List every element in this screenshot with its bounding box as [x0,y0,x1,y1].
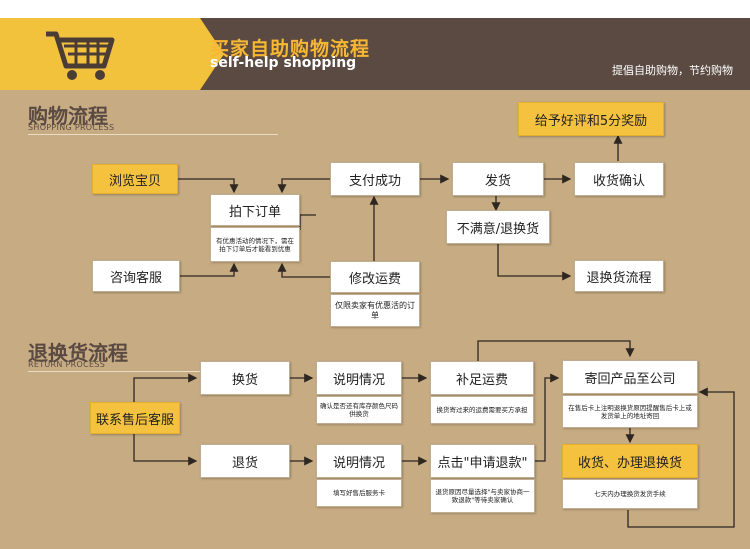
click-refund-note: 退货原因尽量选择"与卖家协商一致退款"等待卖家确认 [430,479,535,513]
explain1-note: 确认是否还有库存颜色尺码供换货 [316,396,402,424]
receive-exchange-note: 七天内办理换货发货手续 [562,479,698,509]
shopping-section-subtitle: SHOPPING PROCESS [28,123,115,132]
returns-section-title: 退换货流程 [28,341,128,365]
place-order-box: 拍下订单 [210,194,300,226]
browse-box: 浏览宝贝 [92,164,178,194]
send-back-note: 在售后卡上注明退换货原因提醒售后卡上或发货单上的地址寄回 [562,395,698,428]
place-order-note: 有优惠活动的情况下，需在拍下订单后才能看到优惠 [210,227,300,262]
arrow-order-pay [299,214,316,230]
shopping-cart-icon [46,31,115,80]
arrow-loop-back [627,387,735,528]
reward-box: 给予好评和5分奖励 [518,102,664,136]
exchange-box: 换货 [200,361,290,395]
modify-fee-note: 仅限卖家有优惠活的订单 [330,294,420,327]
shopping-section-title: 购物流程 [28,104,108,128]
return-process-box: 退换货流程 [574,260,664,292]
pay-shipping-box: 补足运费 [430,361,534,395]
arrow-browse-order [178,178,239,194]
arrow-contact-refund [133,434,198,466]
arrow-consult-order [180,262,239,277]
arrow-unsatisfied-return [497,244,572,281]
refund-box: 退货 [200,444,290,478]
banner-title: 买家自助购物流程 [210,38,371,60]
arrow-pay-send [477,340,635,361]
arrow-modify-order [277,262,330,278]
receive-exchange-box: 收货、办理退换货 [562,444,698,478]
pay-success-box: 支付成功 [330,162,420,196]
ship-box: 发货 [452,162,544,196]
banner-slogan: 提倡自助购物，节约购物 [612,64,733,77]
unsatisfied-box: 不满意/退换货 [446,210,550,244]
receive-confirm-box: 收货确认 [574,162,664,196]
explain2-note: 填写好售后服务卡 [316,479,402,507]
pay-shipping-note: 换货寄过来的运费需要买方承担 [430,396,534,424]
click-refund-box: 点击"申请退款" [430,444,535,478]
modify-fee-box: 修改运费 [330,261,420,293]
contact-box: 联系售后客服 [90,402,180,434]
explain2-box: 说明情况 [316,444,402,478]
arrow-click-send [535,373,560,462]
returns-section-subtitle: RETURN PROCESS [28,360,106,369]
send-back-box: 寄回产品至公司 [562,360,698,394]
banner-subtitle: self-help shopping [210,55,357,71]
arrow-pay-order [277,178,330,194]
top-strip [0,0,750,18]
consult-box: 咨询客服 [92,260,180,292]
returns-section-divider [28,371,228,372]
shopping-section-divider [28,134,278,135]
explain1-box: 说明情况 [316,361,402,395]
arrow-contact-split [133,373,198,402]
banner-arrow [200,18,224,90]
